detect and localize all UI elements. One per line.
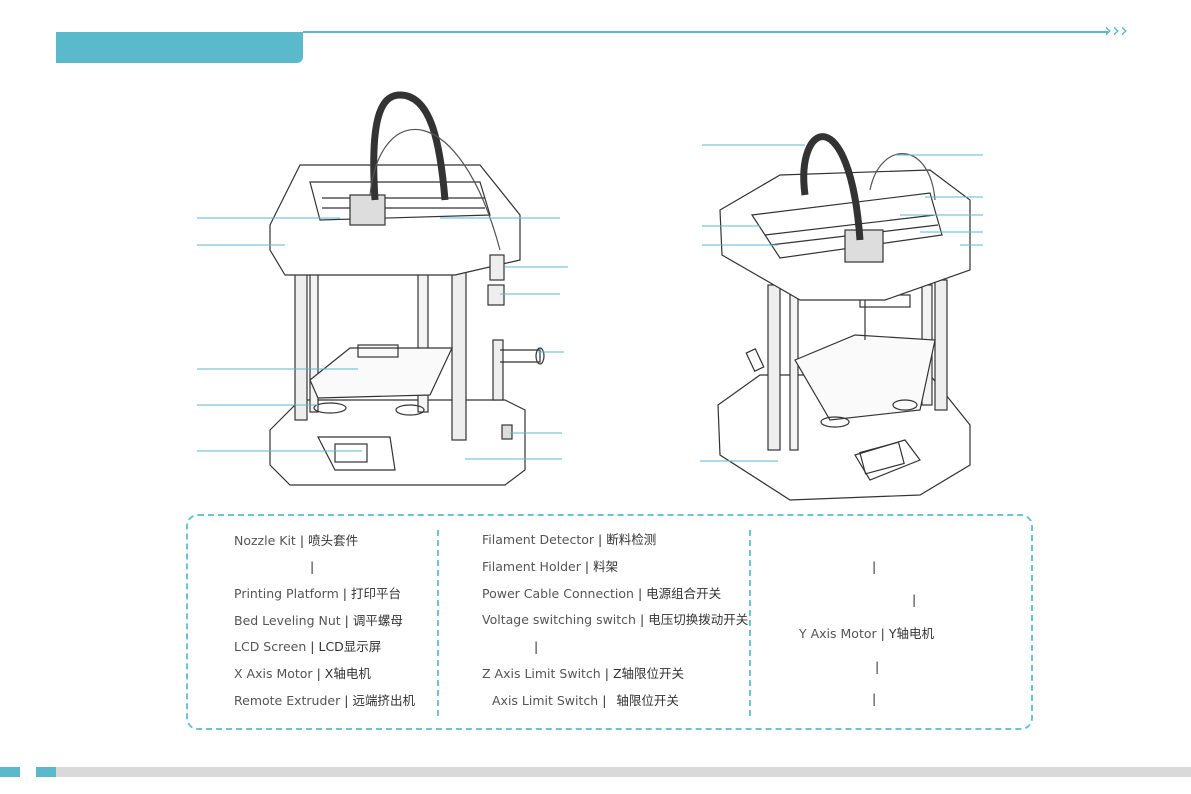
separator: | (872, 559, 877, 574)
front-view-callout-lines (197, 217, 568, 460)
part-item-filament-detector: Filament Detector|断料检测 (482, 532, 656, 548)
part-label-en: Z Axis Limit Switch (482, 666, 601, 681)
footer-accent-block (36, 767, 56, 777)
part-label-cn: 料架 (593, 559, 619, 574)
part-label-en: Filament Detector (482, 532, 595, 547)
separator: | (875, 659, 880, 674)
part-item-blank: | (871, 659, 883, 675)
separator: | (639, 612, 645, 627)
part-item-axis-limit-switch: Axis Limit Switch| 轴限位开关 (492, 693, 679, 709)
part-item-remote-extruder: Remote Extruder|远端挤出机 (234, 693, 415, 709)
part-label-en: Y Axis Motor (799, 626, 877, 641)
separator: | (310, 559, 315, 574)
part-label-cn: 电压切换拨动开关 (648, 612, 749, 627)
part-label-cn: Z轴限位开关 (612, 666, 685, 681)
part-label-cn: 调平螺母 (352, 613, 403, 628)
separator: | (344, 613, 349, 628)
part-label-en: Printing Platform (234, 586, 339, 601)
parts-list-box (186, 514, 1033, 730)
separator: | (299, 533, 305, 548)
chevron-right-icon: ››› (1104, 18, 1128, 42)
part-item-printing-platform: Printing Platform| 打印平台 (234, 586, 401, 602)
part-label-en: LCD Screen (234, 639, 307, 654)
separator: | (344, 693, 349, 708)
part-item-blank: | (868, 559, 880, 575)
footer-accent-block (0, 767, 20, 777)
part-item-x-axis-motor: X Axis Motor|X轴电机 (234, 666, 371, 682)
part-item-filament-holder: Filament Holder|料架 (482, 559, 618, 575)
part-label-cn: 远端挤出机 (352, 693, 415, 708)
part-label-en: Axis Limit Switch (492, 693, 599, 708)
section-header-tab (56, 32, 303, 63)
part-item-blank: | (234, 559, 318, 575)
part-label-cn: 喷头套件 (308, 533, 359, 548)
separator: | (604, 666, 609, 681)
part-label-cn: LCD显示屏 (318, 639, 382, 654)
part-item-y-axis-motor: Y Axis Motor|Y轴电机 (799, 626, 934, 642)
separator: | (342, 586, 347, 601)
section-header-line (303, 31, 1108, 33)
part-label-en: Power Cable Connection (482, 586, 634, 601)
separator: | (880, 626, 885, 641)
part-label-en: Bed Leveling Nut (234, 613, 341, 628)
part-label-en: Filament Holder (482, 559, 581, 574)
part-label-cn: 打印平台 (351, 586, 402, 601)
separator: | (316, 666, 321, 681)
separator: | (584, 559, 590, 574)
separator: | (534, 639, 539, 654)
part-item-voltage-switching-switch: Voltage switching switch|电压切换拨动开关 (482, 612, 748, 628)
separator: | (637, 586, 643, 601)
part-item-z-axis-limit-switch: Z Axis Limit Switch|Z轴限位开关 (482, 666, 684, 682)
part-label-en: Nozzle Kit (234, 533, 296, 548)
part-label-en: Voltage switching switch (482, 612, 636, 627)
part-label-cn: 电源组合开关 (646, 586, 722, 601)
part-item-power-cable-connection: Power Cable Connection|电源组合开关 (482, 586, 721, 602)
separator: | (872, 691, 877, 706)
separator: | (598, 532, 603, 547)
part-item-nozzle-kit: Nozzle Kit|喷头套件 (234, 533, 358, 549)
part-item-bed-leveling-nut: Bed Leveling Nut|调平螺母 (234, 613, 403, 629)
column-divider (437, 530, 439, 716)
part-item-blank: | (482, 639, 542, 655)
part-label-en: X Axis Motor (234, 666, 313, 681)
part-item-blank: | (868, 691, 880, 707)
part-label-cn: 轴限位开关 (616, 693, 679, 708)
part-label-en: Remote Extruder (234, 693, 341, 708)
printer-front-view (269, 91, 545, 486)
part-label-cn: X轴电机 (324, 666, 371, 681)
part-label-cn: Y轴电机 (888, 626, 934, 641)
back-view-callout-lines (700, 144, 983, 462)
separator: | (310, 639, 315, 654)
printer-back-view (717, 133, 971, 501)
separator: | (602, 693, 607, 708)
part-item-blank: | (908, 592, 920, 608)
part-label-cn: 断料检测 (606, 532, 657, 547)
footer-bar (56, 767, 1191, 777)
separator: | (912, 592, 917, 607)
column-divider (749, 530, 751, 716)
part-item-lcd-screen: LCD Screen|LCD显示屏 (234, 639, 381, 655)
